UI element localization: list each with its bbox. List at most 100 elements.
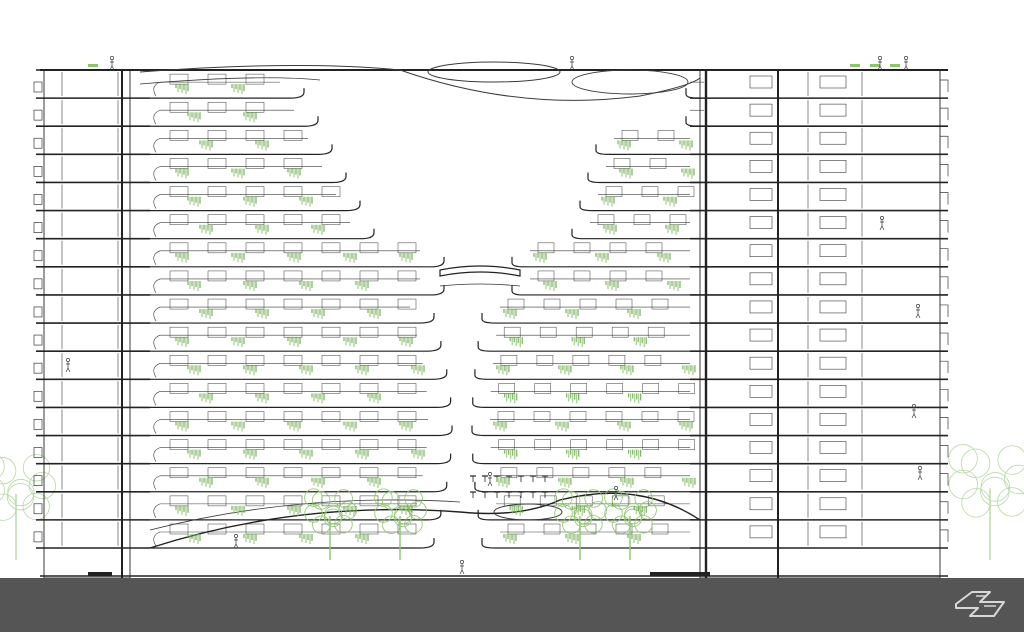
right-terrace-edge	[472, 397, 700, 409]
left-tower-outline	[43, 69, 131, 579]
right-window	[819, 216, 847, 229]
hanging-plant	[681, 168, 695, 179]
right-window	[819, 497, 847, 511]
table-chair-icon	[542, 491, 548, 498]
right-window	[497, 411, 515, 422]
left-terrace-rail	[153, 250, 420, 265]
roof-canopy	[40, 61, 948, 101]
hanging-plant	[566, 449, 580, 460]
right-window	[500, 355, 518, 366]
left-window	[169, 467, 189, 479]
hanging-plant	[665, 224, 679, 235]
hanging-plant	[679, 140, 693, 151]
hanging-plant	[571, 505, 585, 516]
hanging-plant	[355, 534, 369, 544]
left-window	[283, 467, 303, 479]
hanging-plant	[311, 309, 325, 320]
left-terrace-edge	[150, 481, 448, 493]
left-window	[207, 214, 227, 225]
right-window	[575, 326, 593, 338]
person-figure-icon	[879, 216, 885, 231]
left-balcony-rail	[33, 222, 43, 233]
left-window	[245, 214, 265, 225]
right-window	[606, 383, 624, 394]
right-window	[597, 214, 615, 225]
left-window	[397, 467, 417, 479]
person-figure-icon	[903, 56, 909, 71]
left-terrace-edge	[150, 313, 435, 324]
left-window	[321, 439, 341, 450]
tree-icon	[948, 444, 1024, 560]
hanging-plant	[311, 477, 325, 488]
right-window	[534, 439, 552, 450]
left-window	[397, 495, 417, 507]
right-window	[819, 272, 847, 286]
left-window	[207, 130, 227, 141]
hanging-plant	[343, 505, 357, 516]
hanging-plant	[601, 196, 615, 207]
left-window	[245, 523, 265, 535]
right-terrace-edge	[511, 256, 700, 268]
left-window	[169, 158, 189, 169]
left-window	[207, 186, 227, 197]
right-window	[613, 158, 631, 169]
left-window	[321, 214, 341, 225]
left-window	[207, 158, 227, 169]
left-terrace-rail	[153, 334, 417, 350]
left-window	[283, 270, 303, 282]
tree-icon	[604, 488, 657, 560]
hanging-plant	[243, 449, 257, 460]
hanging-plant	[558, 477, 572, 488]
hanging-plant	[343, 252, 357, 263]
hanging-plant	[620, 365, 634, 376]
left-window	[397, 383, 417, 394]
hanging-plant	[565, 309, 579, 320]
left-window	[169, 355, 189, 366]
left-window	[359, 355, 379, 366]
right-balcony-rail	[940, 501, 949, 514]
right-window	[749, 244, 773, 258]
right-window	[609, 270, 627, 282]
hanging-plant	[355, 365, 369, 376]
right-window	[749, 497, 773, 511]
right-balcony-rail	[940, 135, 949, 149]
hanging-plant	[187, 365, 201, 376]
right-terrace-edge	[587, 172, 700, 184]
right-window	[749, 441, 773, 454]
left-terrace-edge	[150, 228, 375, 240]
hanging-plant	[299, 534, 313, 544]
left-window	[397, 270, 417, 282]
left-window	[283, 130, 303, 141]
left-window	[169, 439, 189, 450]
hanging-plant	[231, 421, 245, 432]
hanging-plant	[558, 365, 572, 376]
left-window	[283, 355, 303, 366]
left-terrace-rail	[153, 166, 322, 181]
right-window	[819, 328, 847, 342]
left-terrace-edge	[150, 172, 347, 184]
right-window	[579, 298, 597, 310]
right-window	[749, 413, 773, 426]
right-window	[570, 383, 588, 394]
hanging-plant	[399, 421, 413, 432]
right-window	[677, 186, 695, 197]
right-curved-terraces	[439, 81, 704, 549]
hanging-plant	[255, 224, 269, 235]
hanging-plant	[399, 505, 413, 516]
left-window	[321, 298, 341, 310]
right-terrace-edge	[477, 341, 700, 352]
right-balcony-rail	[940, 192, 949, 205]
left-window	[245, 355, 265, 366]
left-window	[283, 214, 303, 225]
right-terrace-edge	[481, 538, 700, 549]
hanging-plant	[299, 449, 313, 460]
right-window	[819, 160, 847, 173]
left-window	[283, 298, 303, 310]
left-balcony-rail	[33, 503, 43, 515]
left-balcony-rail	[33, 390, 43, 402]
hanging-plant	[493, 421, 507, 432]
left-window	[321, 326, 341, 338]
left-terrace-rail	[153, 194, 336, 209]
person-figure-icon	[459, 560, 465, 575]
person-figure-icon	[109, 56, 115, 71]
